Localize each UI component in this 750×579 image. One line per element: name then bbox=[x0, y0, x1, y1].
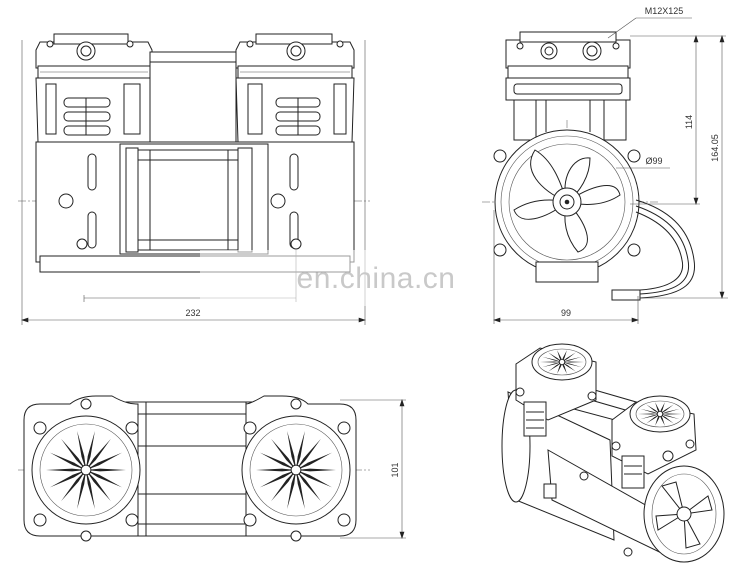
iso-left-fan-icon bbox=[540, 350, 584, 374]
top-right-fan-icon bbox=[256, 431, 336, 509]
side-dimensions: M12X125 114 164.05 Ø99 99 bbox=[493, 6, 728, 324]
side-head bbox=[505, 31, 631, 141]
dim-depth-top: 101 bbox=[390, 462, 400, 477]
dim-depth-side: 99 bbox=[561, 308, 571, 318]
top-right-head bbox=[241, 395, 357, 542]
side-cable bbox=[611, 199, 696, 301]
side-view: M12X125 114 164.05 Ø99 99 bbox=[482, 6, 728, 324]
dim-height-side: 114 bbox=[684, 115, 694, 129]
dim-height-total: 164.05 bbox=[710, 134, 720, 162]
front-left-head bbox=[35, 33, 153, 143]
top-left-head bbox=[23, 395, 141, 542]
iso-right-head bbox=[611, 395, 697, 489]
isometric-view bbox=[501, 343, 725, 563]
side-fan-housing bbox=[493, 129, 641, 283]
dim-width-front: 232 bbox=[185, 308, 200, 318]
front-body bbox=[35, 51, 355, 273]
iso-left-head bbox=[515, 343, 597, 437]
dim-thread: M12X125 bbox=[645, 6, 684, 16]
top-view: 101 bbox=[18, 395, 406, 542]
top-left-fan-icon bbox=[46, 431, 126, 509]
iso-right-fan-icon bbox=[638, 402, 682, 426]
iso-fan bbox=[643, 465, 725, 563]
dim-fan-diameter: Ø99 bbox=[645, 156, 662, 166]
watermark-text: en.china.cn bbox=[297, 262, 456, 295]
watermark-backdrop bbox=[200, 250, 490, 306]
front-right-head bbox=[235, 33, 355, 143]
